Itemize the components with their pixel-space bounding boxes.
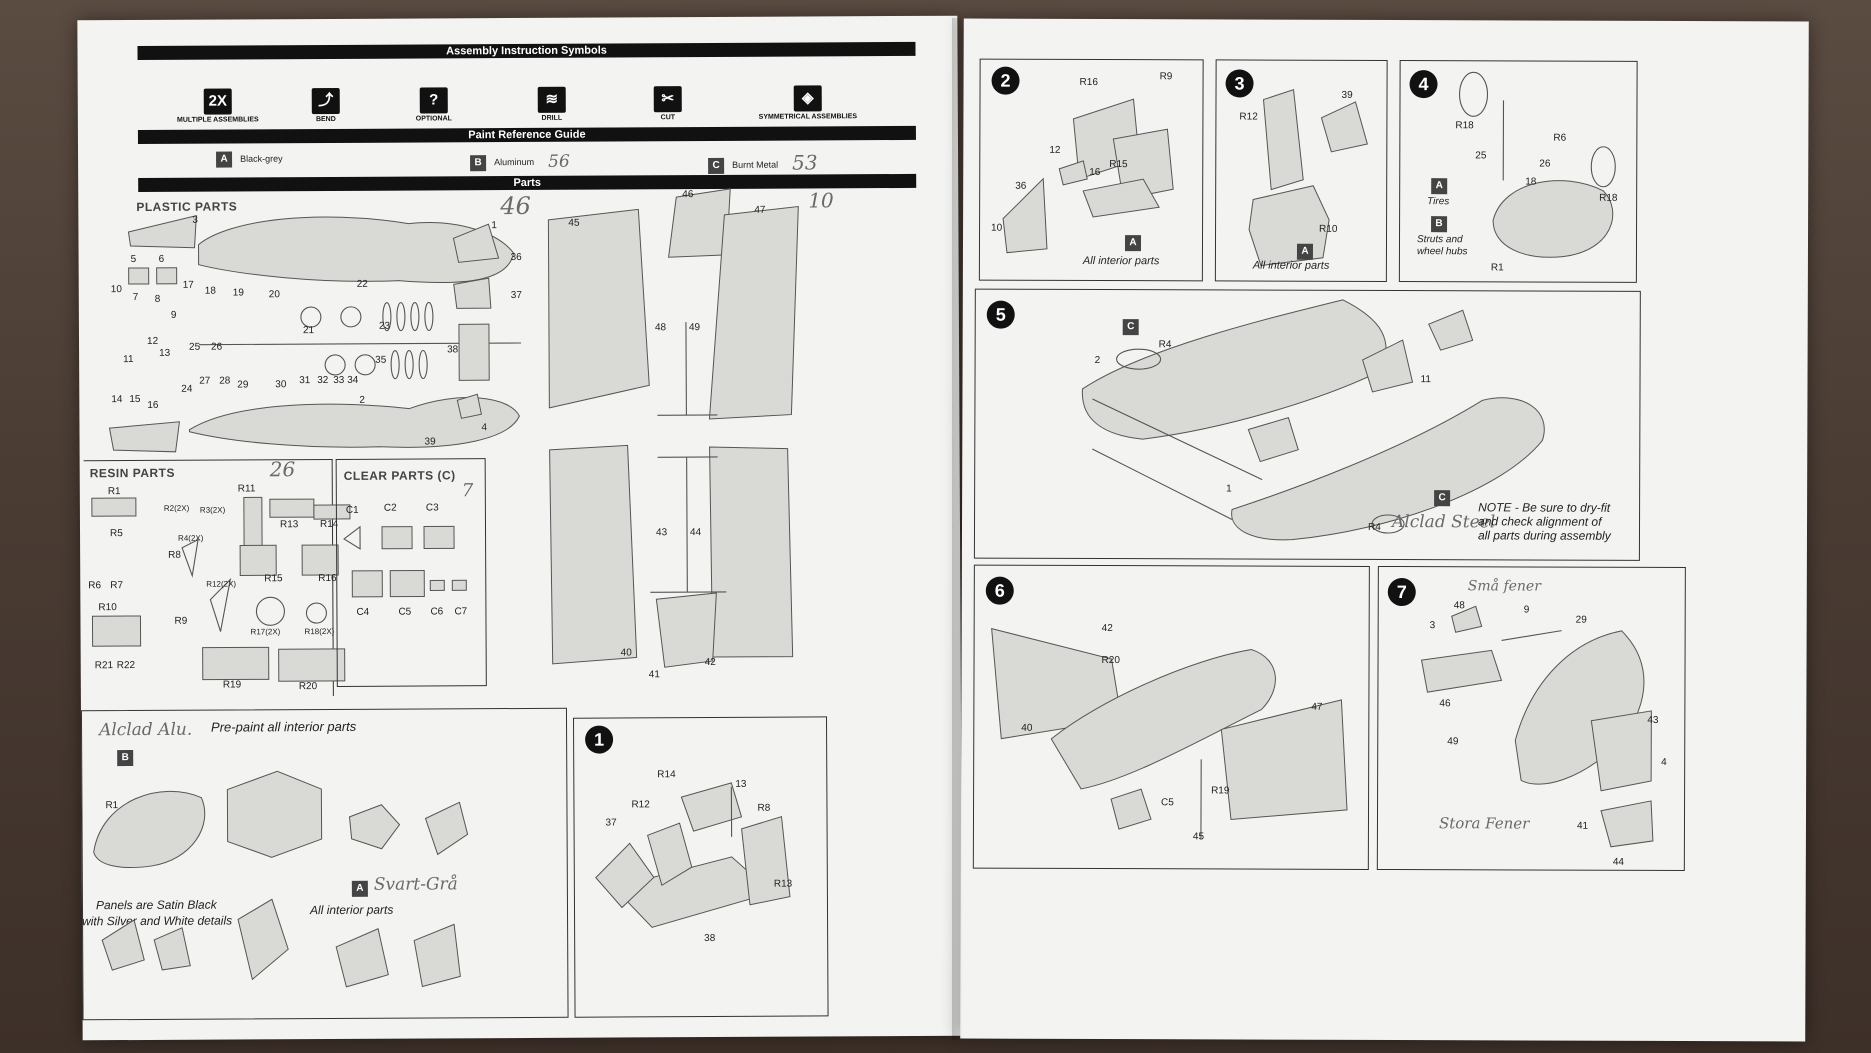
step-7-label: 29 <box>1575 614 1587 626</box>
step-1-label: R14 <box>657 769 676 781</box>
step-7-label: 48 <box>1453 600 1465 612</box>
step-2-drawing <box>1002 98 1174 254</box>
step-1-label: 13 <box>735 778 747 790</box>
step-7-label: 3 <box>1429 620 1436 632</box>
step-7-label: 41 <box>1576 820 1589 832</box>
step-1-label: R13 <box>773 878 793 890</box>
step-6-drawing <box>991 627 1348 840</box>
step-5-drawing <box>1081 299 1545 541</box>
step-4-drawing <box>1458 71 1616 258</box>
step-7-label: 4 <box>1661 756 1667 768</box>
step-1-label: 37 <box>605 817 617 829</box>
step-3-drawing <box>1248 89 1368 267</box>
step-7-label: 49 <box>1447 736 1459 748</box>
step-7-drawing <box>1420 605 1654 848</box>
step-1-label: R12 <box>631 799 650 811</box>
step-1-label: 38 <box>704 932 716 945</box>
clear-parts-drawing <box>343 525 467 598</box>
step-7-label: 43 <box>1647 714 1659 726</box>
step-1-label: R8 <box>757 802 771 814</box>
plastic-parts-drawing <box>108 188 799 668</box>
prepaint-drawing <box>93 770 469 988</box>
resin-parts-drawing <box>91 496 351 682</box>
step-7-label: 44 <box>1612 856 1624 868</box>
step-1-drawing <box>595 782 791 928</box>
page-fold-shadow <box>952 18 970 1040</box>
instruction-page-right: 2 R16 R9 12 R15 16 36 10 A All interior … <box>960 18 1809 1042</box>
step-7-label: 46 <box>1439 698 1451 710</box>
step-7-label: 9 <box>1523 604 1530 616</box>
